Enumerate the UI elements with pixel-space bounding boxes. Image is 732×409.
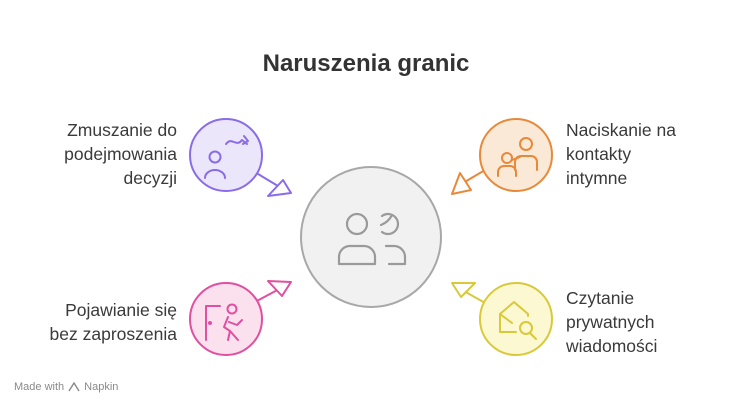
made-with-footer: Made with Napkin — [14, 381, 118, 393]
label-line: Zmuszanie do — [67, 120, 177, 140]
label-line: podejmowania — [64, 144, 177, 164]
two-people-icon — [337, 212, 407, 266]
couple-pressure-icon — [497, 137, 538, 177]
footer-prefix: Made with — [14, 381, 65, 393]
label-line: bez zaproszenia — [49, 324, 177, 344]
arrow-intimacy-pressure — [462, 169, 486, 184]
label-line: decyzji — [123, 168, 178, 188]
door-intrusion-icon — [205, 303, 243, 341]
center-circle — [300, 166, 442, 308]
decision-pressure-icon — [204, 135, 249, 179]
label-uninvited-visits: Pojawianie się bez zaproszenia — [50, 298, 177, 346]
label-line: prywatnych — [566, 312, 655, 332]
arrowhead — [267, 179, 292, 197]
envelope-search-icon — [499, 301, 537, 340]
label-line: intymne — [566, 168, 628, 188]
label-line: kontakty — [566, 144, 632, 164]
circle-uninvited-visits — [189, 282, 263, 356]
footer-brand: Napkin — [84, 381, 119, 393]
diagram-title: Naruszenia granic — [262, 50, 470, 77]
label-line: Naciskanie na — [566, 120, 676, 140]
napkin-logo-icon — [68, 382, 80, 392]
arrowhead — [451, 282, 476, 298]
label-reading-messages: Czytanie prywatnych wiadomości — [566, 286, 657, 358]
label-line: Czytanie — [566, 288, 635, 308]
circle-intimacy-pressure — [479, 118, 553, 192]
arrowhead — [451, 172, 472, 195]
arrowhead — [267, 280, 292, 297]
circle-reading-messages — [479, 282, 553, 356]
label-decision-pressure: Zmuszanie do podejmowania decyzji — [64, 118, 177, 190]
circle-decision-pressure — [189, 118, 263, 192]
label-line: wiadomości — [566, 336, 658, 356]
label-intimacy-pressure: Naciskanie na kontakty intymne — [566, 118, 676, 190]
label-line: Pojawianie się — [65, 300, 177, 320]
